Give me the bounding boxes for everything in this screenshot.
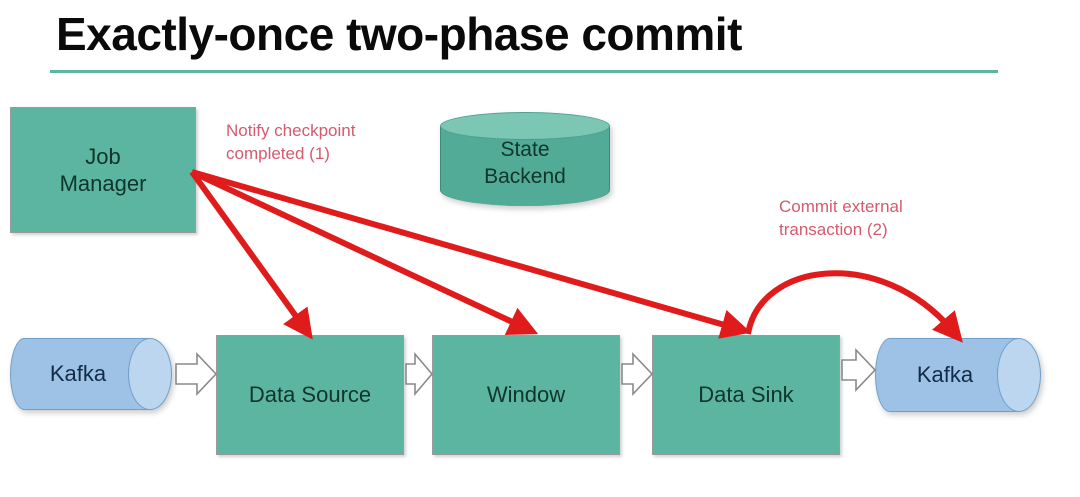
node-state-backend-label: State Backend: [484, 138, 566, 189]
node-kafka-sink-label: Kafka: [916, 362, 974, 387]
cylinder-end-ellipse: [128, 338, 172, 410]
node-data-source-label: Data Source: [248, 382, 372, 408]
annotation-notify-checkpoint: Notify checkpoint completed (1): [226, 121, 356, 163]
node-kafka-source[interactable]: Kafka: [10, 338, 172, 410]
flow-arrow-window-to-sink: [621, 351, 654, 397]
node-data-sink[interactable]: Data Sink: [652, 335, 840, 455]
node-window[interactable]: Window: [432, 335, 620, 455]
node-data-sink-label: Data Sink: [698, 382, 794, 408]
cylinder-end-ellipse: [997, 338, 1041, 412]
node-job-manager-label: Job Manager: [59, 143, 147, 197]
flow-arrow-sink-to-kafka: [841, 347, 877, 393]
flow-arrow-source-to-window: [405, 351, 434, 397]
node-state-backend[interactable]: State Backend: [440, 112, 610, 206]
node-kafka-sink[interactable]: Kafka: [875, 338, 1041, 412]
node-data-source[interactable]: Data Source: [216, 335, 404, 455]
node-kafka-source-label: Kafka: [49, 361, 107, 386]
annotation-commit-external: Commit external transaction (2): [779, 197, 903, 239]
red-arrow-to-data-source: [189, 170, 313, 340]
page-title: Exactly-once two-phase commit: [56, 8, 742, 60]
node-window-label: Window: [486, 382, 566, 408]
cylinder-top-ellipse: [440, 112, 610, 140]
title-divider: [50, 70, 998, 73]
node-job-manager[interactable]: Job Manager: [10, 107, 196, 233]
red-arrow-commit-transaction: [745, 270, 963, 343]
cylinder-body: [10, 338, 150, 410]
flow-arrow-kafka-to-source: [175, 351, 218, 397]
